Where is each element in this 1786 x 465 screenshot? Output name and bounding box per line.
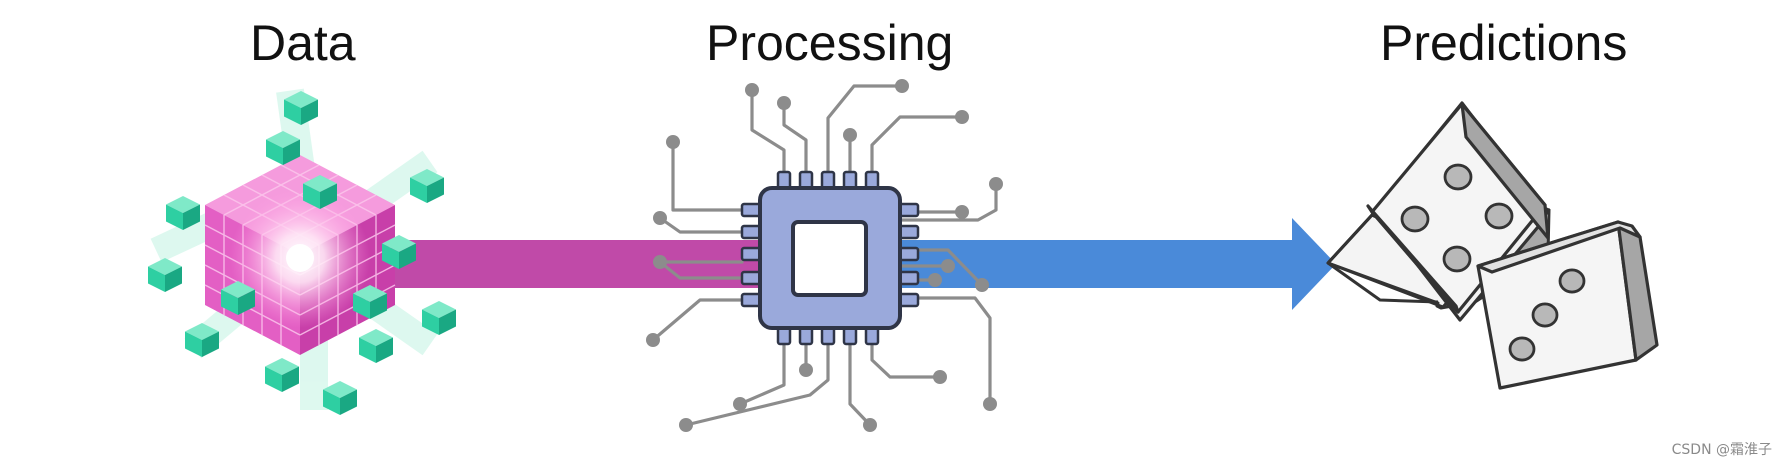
die-four <box>1366 102 1550 314</box>
dice-icon <box>1326 101 1659 390</box>
teal-cube-13 <box>323 381 357 415</box>
teal-cube-2 <box>303 175 337 209</box>
teal-cube-9 <box>422 301 456 335</box>
teal-cube-11 <box>359 329 393 363</box>
die-three <box>1476 220 1659 390</box>
teal-cube-3 <box>166 196 200 230</box>
processing-to-predictions-arrow <box>900 218 1336 310</box>
teal-cube-5 <box>410 169 444 203</box>
watermark: CSDN @霜淮子 <box>1671 442 1772 458</box>
data-to-processing-arrow <box>380 240 780 288</box>
teal-cube-12 <box>265 358 299 392</box>
teal-cube-0 <box>284 91 318 125</box>
predictions-label: Predictions <box>1380 15 1628 71</box>
teal-cube-8 <box>353 285 387 319</box>
data-cube-icon <box>148 88 456 415</box>
teal-cube-7 <box>221 281 255 315</box>
processor-chip-icon <box>646 79 1003 432</box>
teal-cube-1 <box>266 131 300 165</box>
teal-cube-4 <box>148 258 182 292</box>
processing-label: Processing <box>706 15 954 71</box>
data-label: Data <box>250 15 356 71</box>
teal-cube-10 <box>185 323 219 357</box>
teal-cube-6 <box>382 235 416 269</box>
